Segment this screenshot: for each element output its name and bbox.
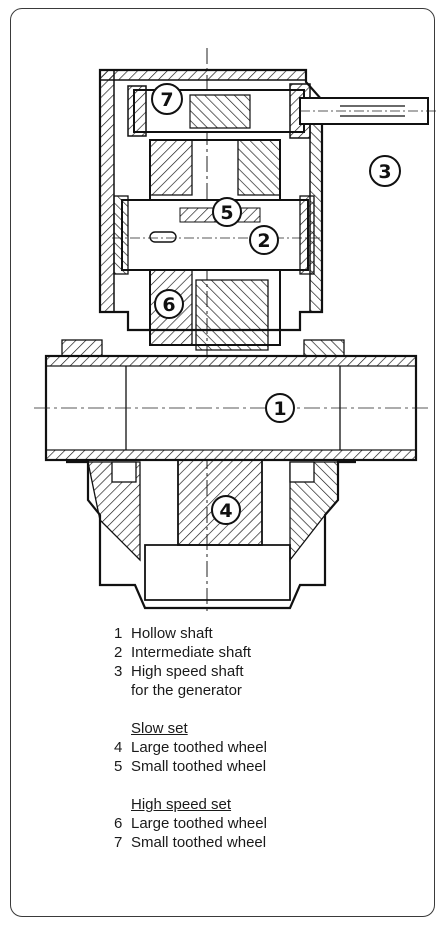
parts-legend: 1 Hollow shaft 2 Intermediate shaft 3 Hi… [114,624,414,852]
gearbox-cross-section-drawing: 7 3 5 2 6 1 4 [34,48,438,612]
legend-label: Small toothed wheel [131,758,267,775]
legend-number: 3 [114,663,123,680]
slow-set-heading: Slow set [131,720,188,737]
legend-item-7: 7 Small toothed wheel [114,833,414,852]
svg-text:4: 4 [219,500,232,522]
upper-housing-top-wall [99,69,307,81]
legend-label: Large toothed wheel [131,815,267,832]
svg-text:7: 7 [160,89,173,111]
legend-label: Hollow shaft [131,625,213,642]
legend-label: Small toothed wheel [131,834,267,851]
legend-item-3: 3 High speed shaft [114,662,414,681]
legend-label: Intermediate shaft [131,644,252,661]
legend-number: 2 [114,644,123,661]
svg-text:1: 1 [273,398,286,420]
legend-number: 4 [114,739,123,756]
legend-label: High speed shaft [131,663,244,680]
legend-item-6: 6 Large toothed wheel [114,814,414,833]
legend-item-2: 2 Intermediate shaft [114,643,414,662]
svg-text:6: 6 [162,294,175,316]
legend-item-5: 5 Small toothed wheel [114,757,414,776]
high-speed-set-heading: High speed set [131,796,232,813]
legend-item-3-continuation: for the generator [131,682,242,699]
legend-number: 6 [114,815,123,832]
upper-housing-left-wall [99,69,115,313]
callout-1: 1 [265,393,295,423]
callout-4: 4 [211,495,241,525]
figure-frame [10,8,435,917]
callout-7: 7 [151,83,183,115]
legend-label: Large toothed wheel [131,739,267,756]
svg-text:5: 5 [220,202,233,224]
svg-text:3: 3 [378,161,391,183]
legend-number: 1 [114,625,123,642]
svg-text:2: 2 [257,230,270,252]
callout-5: 5 [212,197,242,227]
callout-6: 6 [154,289,184,319]
callout-2: 2 [249,225,279,255]
legend-item-4: 4 Large toothed wheel [114,738,414,757]
legend-item-1: 1 Hollow shaft [114,624,414,643]
legend-number: 7 [114,834,123,851]
callout-3: 3 [369,155,401,187]
legend-number: 5 [114,758,123,775]
